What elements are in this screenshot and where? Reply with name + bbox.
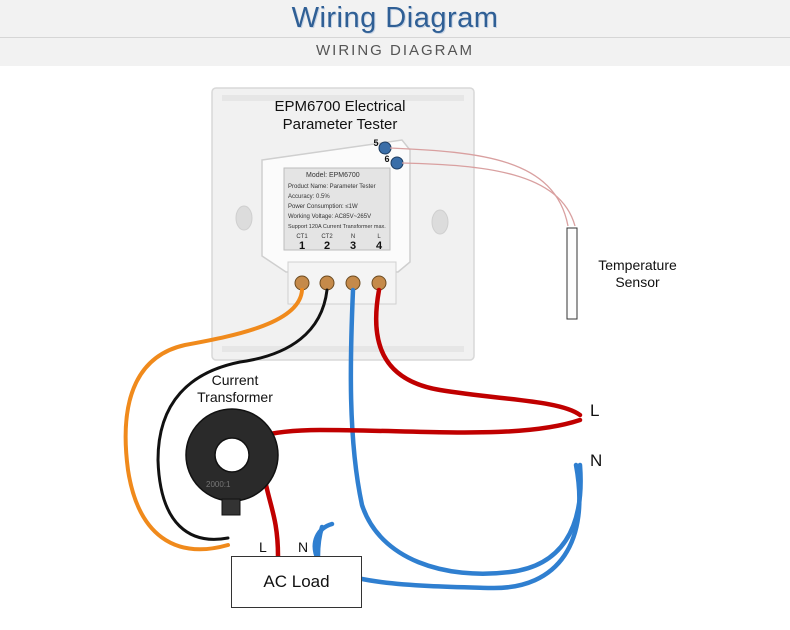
header-bar: Wiring Diagram WIRING DIAGRAM [0,0,790,66]
terminal-screw-2 [319,275,335,291]
terminal-label-4: L [377,234,381,240]
module-accuracy: Accuracy: 0.5% [288,194,330,200]
ct-label-line1: Current [211,372,259,388]
mounting-hole-right [431,209,449,235]
ct-ratio-mark: 2000:1 [206,480,231,489]
temperature-sensor-probe [566,227,578,320]
terminal-label-1: CT1 [296,234,308,240]
ct1-wire [123,288,304,552]
module-product: Product Name: Parameter Tester [288,184,376,190]
module-model: Model: EPM6700 [306,172,360,179]
device-label-line1: EPM6700 Electrical [274,98,406,115]
device-label-line2: Parameter Tester [282,116,398,133]
ct-label-line2: Transformer [197,389,273,405]
neutral-wire-load-drop [315,524,325,559]
current-transformer-lead [221,498,241,516]
back-plate-rail-top [222,95,464,101]
page-subtitle: WIRING DIAGRAM [316,42,474,59]
ts-label-line2: Sensor [615,274,660,290]
terminal-number-4: 4 [375,240,383,252]
load-line-label: L [259,539,267,555]
module-power: Power Consumption: ≤1W [288,204,358,210]
terminal-label-2: CT2 [321,234,333,240]
ct2-wire [156,288,329,541]
terminal-number-1: 1 [298,240,306,252]
neutral-wire-load [312,462,582,591]
module-spec-label [283,167,391,251]
device-label: EPM6700 Electrical Parameter Tester [240,98,440,134]
ac-load-box: AC Load [231,556,362,608]
terminal-label-3: N [350,234,356,240]
temperature-sensor-label: Temperature Sensor [580,257,695,291]
sensor-terminal-label-5: 5 [373,138,379,148]
module-voltage: Working Voltage: AC85V~265V [288,214,372,220]
ac-load-label: AC Load [263,572,330,591]
terminal-number-3: 3 [349,240,357,252]
sensor-terminal-label-6: 6 [384,154,390,164]
current-transformer-hole [214,437,250,473]
sensor-wire-a [389,147,569,227]
line-wire [373,287,583,418]
back-plate-rail-bottom [222,346,464,352]
neutral-wire [348,287,583,576]
terminal-screw-1 [294,275,310,291]
current-transformer-label: Current Transformer [180,372,290,406]
mains-neutral-label: N [590,451,603,470]
module-support: Support 120A Current Transformer max. [288,224,386,230]
terminal-screws [294,275,387,291]
terminal-number-2: 2 [323,240,331,252]
mounting-hole-left [235,205,253,231]
ts-label-line1: Temperature [598,257,677,273]
page-title: Wiring Diagram [291,2,499,34]
load-neutral-label: N [298,539,309,555]
header-divider [0,37,790,38]
sensor-wire-b [401,162,576,227]
mains-line-label: L [590,401,600,420]
